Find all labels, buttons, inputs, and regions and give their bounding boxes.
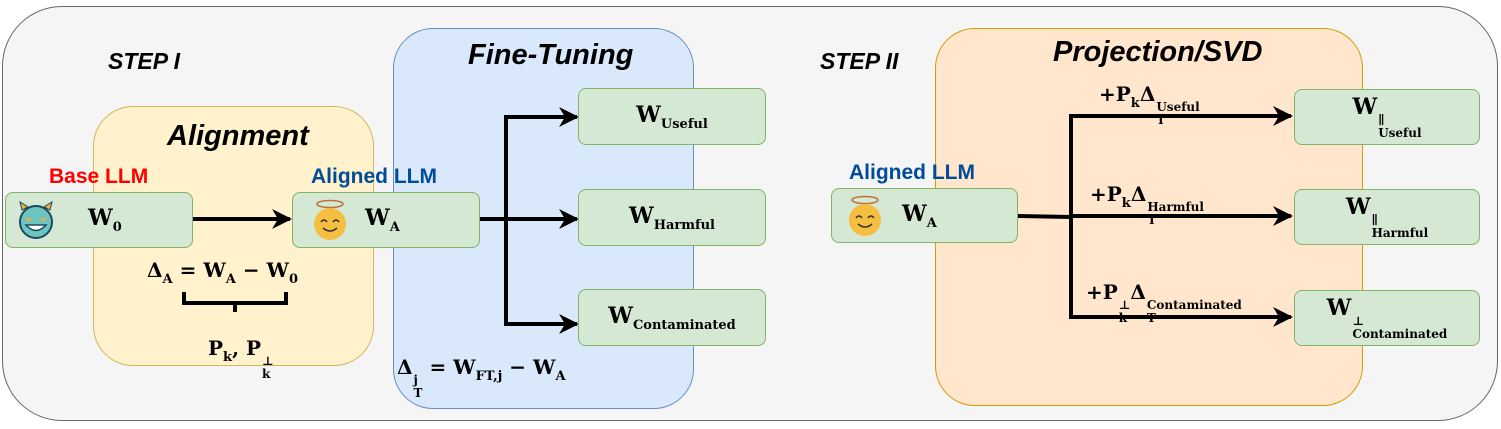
alignment-title: Alignment xyxy=(167,120,309,152)
projection-title: Projection/SVD xyxy=(1053,36,1263,68)
aligned-llm-label: Aligned LLM xyxy=(311,165,437,188)
aligned-llm-label-step2: Aligned LLM xyxy=(849,161,975,184)
angel-face-icon xyxy=(849,195,881,236)
devil-face-icon xyxy=(19,200,53,239)
ft-output-harmful[interactable]: WHarmful xyxy=(578,189,766,246)
base-weights: W0 xyxy=(88,205,122,235)
bracket xyxy=(182,292,288,305)
proj-output-harmful[interactable]: W∥Harmful xyxy=(1294,189,1480,245)
projector-equation: Pk, P⊥k xyxy=(208,336,274,381)
alignment-delta-equation: ΔA = WA − W0 xyxy=(147,258,299,287)
step-2-title: STEP II xyxy=(820,48,899,74)
aligned-llm-node-step2[interactable]: WA xyxy=(831,188,1018,243)
base-llm-node[interactable]: W0 xyxy=(5,192,193,248)
aligned-llm-node[interactable]: WA xyxy=(292,192,480,248)
ft-output-useful[interactable]: WUseful xyxy=(578,88,766,145)
aligned-weights-step2: WA xyxy=(902,200,937,231)
proj-output-contaminated[interactable]: W⊥Contaminated xyxy=(1294,290,1480,346)
step-1-title: STEP I xyxy=(108,48,180,74)
proj-output-useful[interactable]: W∥Useful xyxy=(1294,89,1480,145)
line-aligned2-to-split xyxy=(1017,214,1072,219)
base-llm-label: Base LLM xyxy=(49,165,149,188)
angel-face-icon xyxy=(314,199,346,240)
fine-tuning-title: Fine-Tuning xyxy=(468,39,634,71)
ft-output-contaminated[interactable]: WContaminated xyxy=(578,289,766,346)
aligned-weights: WA xyxy=(365,205,400,235)
